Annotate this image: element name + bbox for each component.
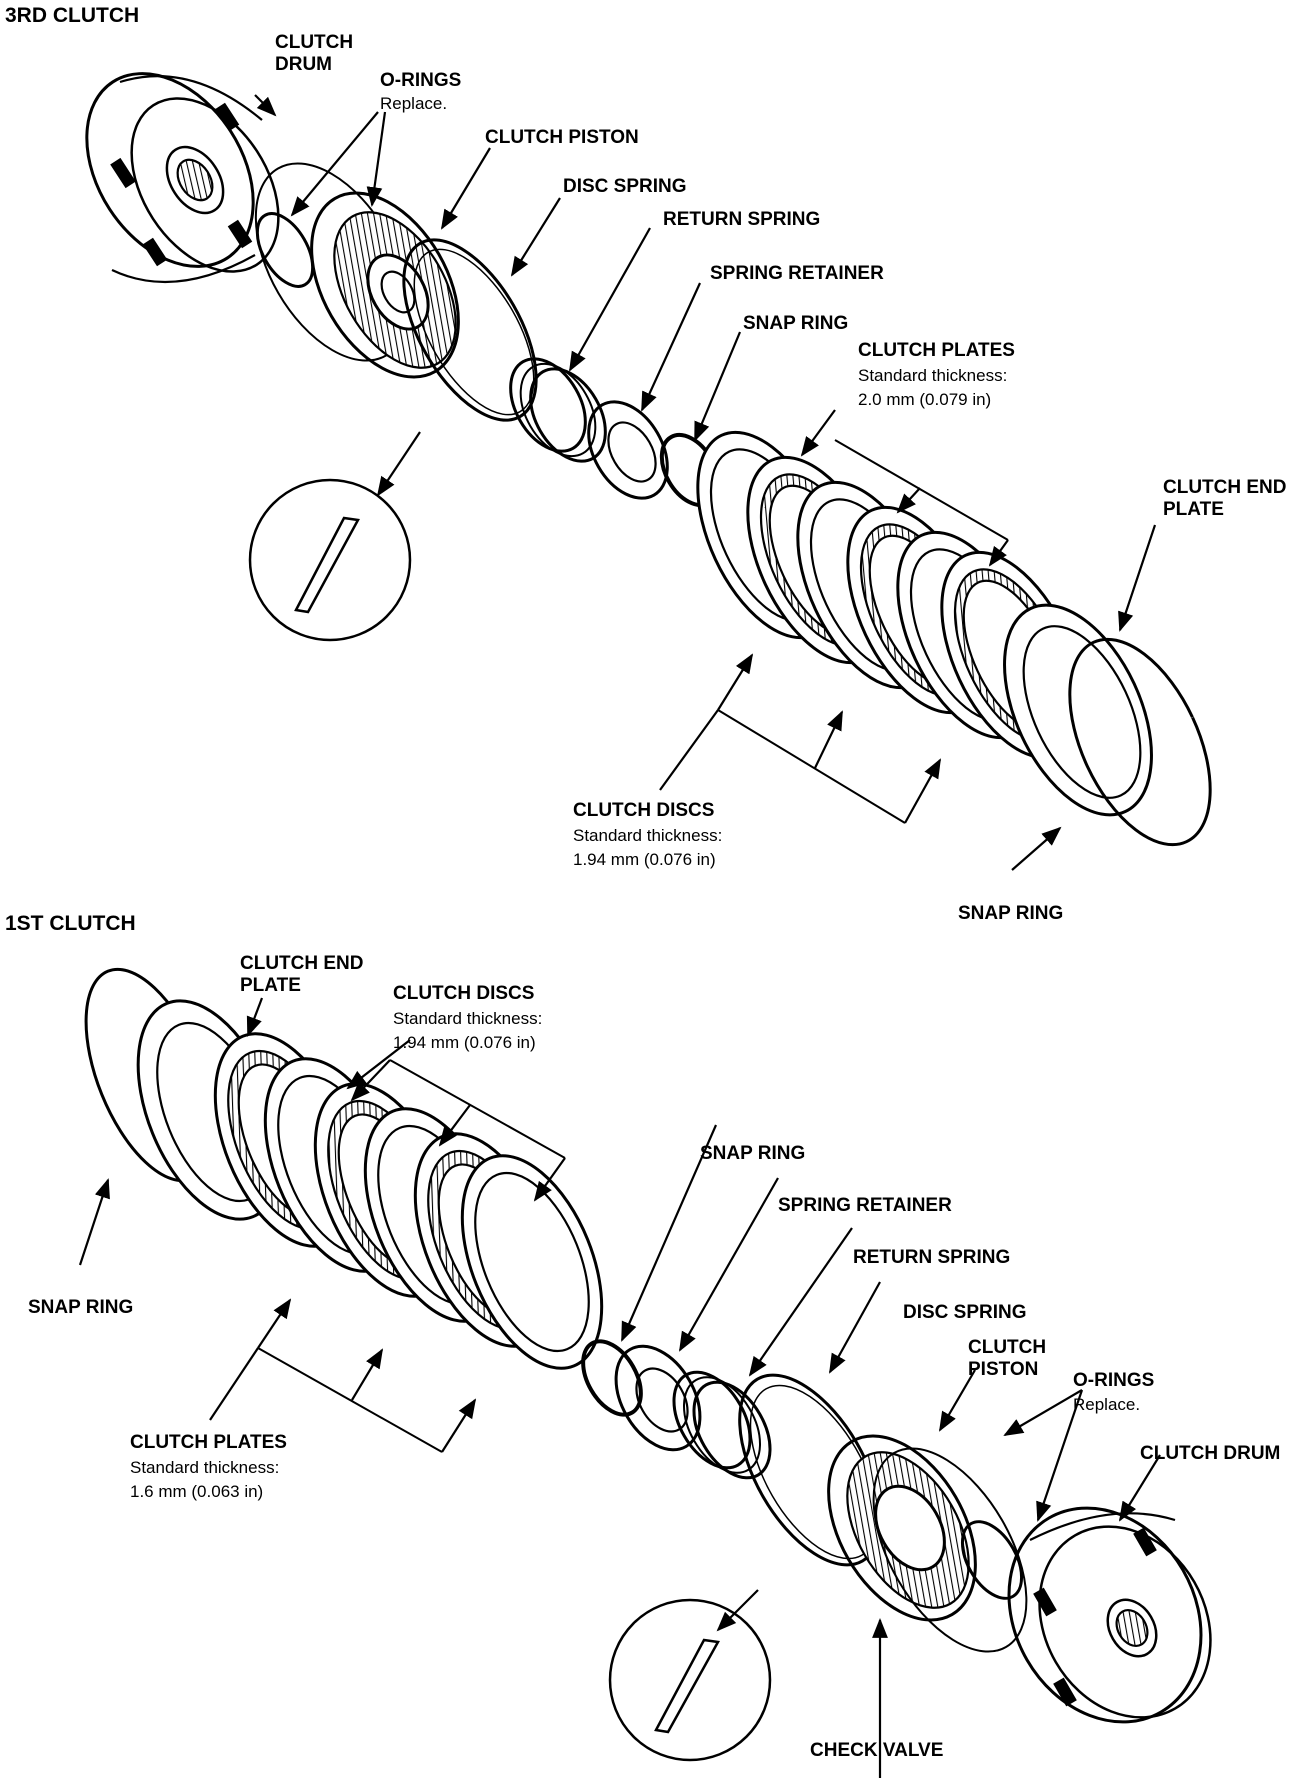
- first-clutch-plates-thickness: 1.6 mm (0.063 in): [130, 1482, 264, 1501]
- first-clutch-piston-label-line1: CLUTCH: [968, 1337, 1047, 1358]
- third-clutch-piston-label: CLUTCH PISTON: [485, 127, 639, 148]
- first-clutch-discs-thickness-label: Standard thickness:: [393, 1009, 543, 1028]
- first-snap-ring-inner-part: [581, 1339, 643, 1417]
- third-clutch-discs-thickness-label: Standard thickness:: [573, 826, 723, 845]
- third-clutch-plates-thickness: 2.0 mm (0.079 in): [858, 390, 992, 409]
- third-clutch-piston-part: [310, 191, 460, 379]
- third-clutch-drum-label-line1: CLUTCH: [275, 32, 354, 53]
- first-clutch-drum-label: CLUTCH DRUM: [1140, 1443, 1281, 1464]
- third-clutch-end-plate-label-line2: PLATE: [1163, 499, 1224, 521]
- first-disc-spring-label: DISC SPRING: [903, 1302, 1027, 1323]
- third-o-rings-note: Replace.: [380, 94, 448, 113]
- third-snap-ring-inner-label: SNAP RING: [743, 313, 849, 334]
- first-snap-ring-outer-label: SNAP RING: [28, 1297, 134, 1318]
- first-return-spring-part: [672, 1370, 772, 1480]
- first-clutch-pack-part: [213, 1032, 604, 1370]
- third-snap-ring-outer-part: [1068, 637, 1212, 847]
- third-clutch-drum-label-line2: DRUM: [275, 54, 332, 76]
- third-clutch-plates-label: CLUTCH PLATES: [858, 340, 1015, 361]
- third-clutch-end-plate-label-line1: CLUTCH END: [1163, 477, 1287, 498]
- first-clutch-discs-label: CLUTCH DISCS: [393, 983, 535, 1004]
- first-disc-spring-part: [738, 1373, 882, 1567]
- first-o-rings-note: Replace.: [1073, 1395, 1141, 1414]
- third-return-spring-part: [509, 357, 607, 463]
- first-clutch-piston-label-line2: PISTON: [968, 1359, 1039, 1381]
- first-snap-ring-inner-label: SNAP RING: [700, 1143, 806, 1164]
- third-o-ring-small-part: [255, 212, 315, 288]
- third-return-spring-label: RETURN SPRING: [663, 209, 821, 230]
- third-spring-retainer-part: [587, 400, 669, 500]
- third-end-plate-part: [1003, 603, 1153, 817]
- third-clutch-title: 3RD CLUTCH: [5, 4, 140, 27]
- first-clutch-plates-thickness-label: Standard thickness:: [130, 1458, 280, 1477]
- first-clutch-drum-part: [1007, 1506, 1212, 1724]
- first-clutch-piston-label: CLUTCH PISTON: [968, 1337, 1046, 1382]
- first-clutch-end-plate-label: CLUTCH END PLATE: [240, 953, 364, 998]
- third-clutch-plates-thickness-label: Standard thickness:: [858, 366, 1008, 385]
- first-disc-spring-detail: [608, 1598, 772, 1762]
- first-o-rings-label: O-RINGS: [1073, 1370, 1155, 1391]
- first-clutch-end-plate-label-line2: PLATE: [240, 975, 301, 997]
- third-clutch-discs-label: CLUTCH DISCS: [573, 800, 715, 821]
- third-disc-spring-part: [402, 238, 538, 422]
- first-o-ring-large-part: [872, 1447, 1028, 1653]
- first-spring-retainer-part: [614, 1344, 702, 1452]
- first-spring-retainer-label: SPRING RETAINER: [778, 1195, 952, 1216]
- third-clutch-drum-part: [85, 72, 280, 284]
- third-snap-ring-outer-label: SNAP RING: [958, 903, 1064, 924]
- third-disc-spring-label: DISC SPRING: [563, 176, 687, 197]
- third-clutch-end-plate-label: CLUTCH END PLATE: [1163, 477, 1287, 522]
- third-spring-retainer-label: SPRING RETAINER: [710, 263, 884, 284]
- first-clutch-title: 1ST CLUTCH: [5, 912, 136, 935]
- first-clutch-end-plate-label-line1: CLUTCH END: [240, 953, 364, 974]
- first-clutch-discs-thickness: 1.94 mm (0.076 in): [393, 1033, 536, 1052]
- first-return-spring-label: RETURN SPRING: [853, 1247, 1011, 1268]
- third-disc-spring-detail: [248, 478, 412, 642]
- third-clutch-drum-label: CLUTCH DRUM: [275, 32, 353, 77]
- first-clutch-piston-part: [827, 1434, 977, 1622]
- first-clutch-plates-label: CLUTCH PLATES: [130, 1432, 287, 1453]
- first-check-valve-label: CHECK VALVE: [810, 1740, 944, 1761]
- third-o-rings-label: O-RINGS: [380, 70, 462, 91]
- first-o-ring-small-part: [960, 1520, 1024, 1600]
- third-clutch-discs-thickness: 1.94 mm (0.076 in): [573, 850, 716, 869]
